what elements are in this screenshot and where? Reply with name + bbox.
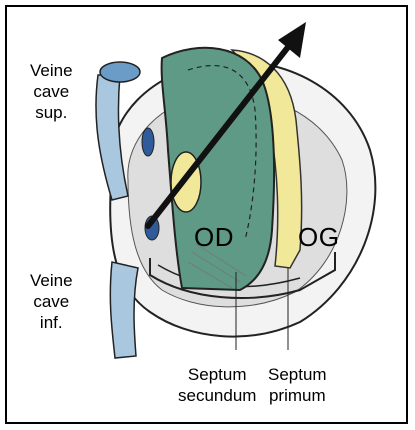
- label-line: Septum: [268, 365, 327, 384]
- label-septum-primum: Septum primum: [268, 364, 327, 406]
- label-line: cave: [33, 82, 70, 101]
- label-line: inf.: [39, 313, 63, 332]
- label-line: Septum: [187, 365, 247, 384]
- label-line: primum: [268, 386, 326, 405]
- superior-vena-cava: [95, 74, 129, 201]
- label-line: sup.: [35, 103, 68, 122]
- od-hatching: [187, 243, 247, 289]
- cut-edge: [149, 252, 336, 299]
- label-line: secundum: [178, 386, 257, 405]
- label-veine-cave-sup: Veine cave sup.: [30, 60, 73, 123]
- flow-arrow-shaft: [145, 39, 295, 229]
- dashed-rim: [187, 65, 257, 241]
- label-veine-cave-inf: Veine cave inf.: [30, 270, 73, 333]
- flow-arrow-head: [278, 22, 306, 58]
- label-line: cave: [33, 292, 70, 311]
- svc-opening: [99, 61, 141, 83]
- septum-secundum: [160, 46, 276, 292]
- label-septum-secundum: Septum secundum: [178, 364, 256, 406]
- label-og: OG: [298, 222, 340, 252]
- label-od: OD: [194, 222, 234, 252]
- label-line: Veine: [30, 61, 73, 80]
- opening-upper: [141, 127, 155, 157]
- inferior-vena-cava: [109, 261, 139, 359]
- label-line: Veine: [30, 271, 73, 290]
